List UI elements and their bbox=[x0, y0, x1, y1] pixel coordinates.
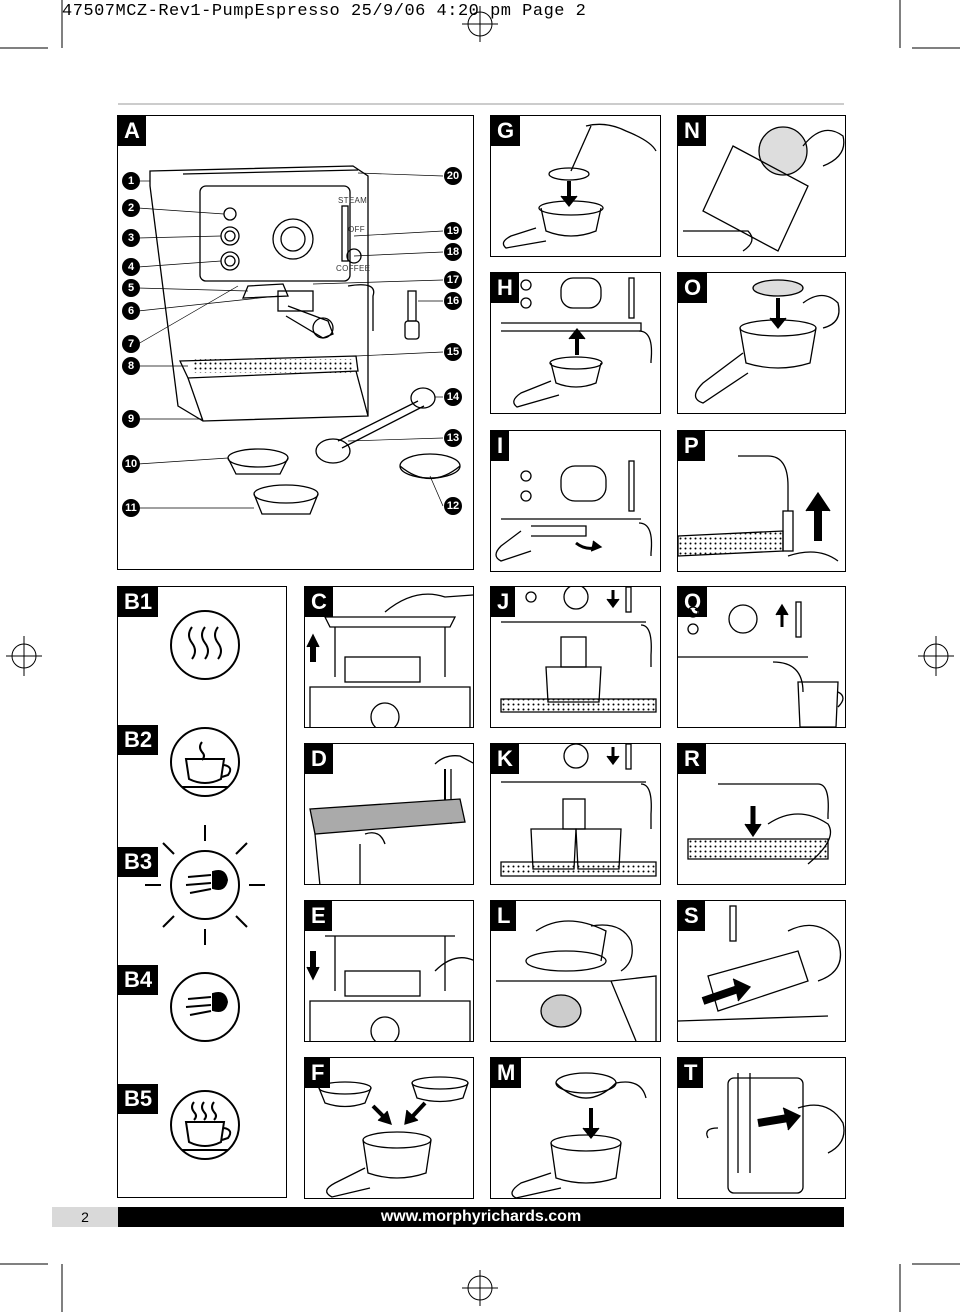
panel-q: Q bbox=[677, 586, 846, 728]
panel-h: H bbox=[490, 272, 661, 414]
label-b4: B4 bbox=[118, 965, 158, 995]
panel-label-g: G bbox=[491, 116, 521, 146]
panel-r: R bbox=[677, 743, 846, 885]
coffee-label: COFFEE bbox=[336, 264, 371, 273]
panel-c: C bbox=[304, 586, 474, 728]
panel-label-j: J bbox=[491, 587, 516, 617]
steam-icon bbox=[170, 610, 240, 680]
panel-label-f: F bbox=[305, 1058, 331, 1088]
drip-tray-grid bbox=[193, 359, 353, 373]
panel-label-l: L bbox=[491, 901, 517, 931]
pod-filter-illustration bbox=[694, 279, 840, 404]
insert-filter-illustration bbox=[501, 277, 653, 408]
callout-17: 17 bbox=[444, 271, 462, 289]
remove-grounds-illustration bbox=[496, 920, 657, 1041]
callout-12: 12 bbox=[444, 497, 462, 515]
callout-9: 9 bbox=[122, 410, 140, 428]
panel-label-e: E bbox=[305, 901, 332, 931]
panel-e: E bbox=[304, 900, 474, 1042]
callout-1: 1 bbox=[122, 172, 140, 190]
panel-label-i: I bbox=[491, 431, 510, 461]
panel-l: L bbox=[490, 900, 661, 1042]
replace-tank-illustration bbox=[306, 935, 473, 1041]
panel-label-s: S bbox=[678, 901, 705, 931]
panel-o: O bbox=[677, 272, 846, 414]
pod-insert-illustration bbox=[683, 126, 845, 252]
panel-i: I bbox=[490, 430, 661, 572]
hot-cup-icon bbox=[170, 1090, 240, 1160]
panel-label-a: A bbox=[118, 116, 146, 146]
callout-7: 7 bbox=[122, 335, 140, 353]
label-b3: B3 bbox=[118, 847, 158, 877]
water-tank-illustration bbox=[706, 1073, 845, 1194]
off-label: OFF bbox=[348, 225, 365, 234]
panel-g: G bbox=[490, 115, 661, 257]
callout-5: 5 bbox=[122, 279, 140, 297]
clean-filter-illustration bbox=[511, 1072, 647, 1198]
label-b2: B2 bbox=[118, 725, 158, 755]
callout-11: 11 bbox=[122, 499, 140, 517]
panel-label-h: H bbox=[491, 273, 519, 303]
footer-bar bbox=[118, 1207, 844, 1227]
label-b1: B1 bbox=[118, 587, 158, 617]
frothing-jug-illustration bbox=[678, 601, 844, 727]
lock-filter-illustration bbox=[495, 460, 653, 562]
panel-k: K bbox=[490, 743, 661, 885]
panel-label-o: O bbox=[678, 273, 708, 303]
coffee-cup-icon bbox=[170, 727, 240, 797]
callout-15: 15 bbox=[444, 343, 462, 361]
steam-burst-icon bbox=[145, 825, 265, 945]
panel-label-d: D bbox=[305, 744, 333, 774]
panel-d: D bbox=[304, 743, 474, 885]
callout-14: 14 bbox=[444, 388, 462, 406]
choose-filter-illustration bbox=[318, 1076, 469, 1198]
panel-b: B1 B2 B3 B4 B5 bbox=[117, 586, 287, 1198]
fill-tank-illustration bbox=[309, 755, 473, 884]
steam-wand-up-illustration bbox=[678, 455, 839, 562]
drip-tray-illustration bbox=[687, 783, 832, 865]
page-header: 47507MCZ-Rev1-PumpEspresso 25/9/06 4:20 … bbox=[62, 2, 587, 21]
panel-label-q: Q bbox=[678, 587, 708, 617]
callout-16: 16 bbox=[444, 292, 462, 310]
panel-label-n: N bbox=[678, 116, 706, 146]
panel-label-m: M bbox=[491, 1058, 522, 1088]
panel-f: F bbox=[304, 1057, 474, 1199]
panel-t: T bbox=[677, 1057, 846, 1199]
callout-3: 3 bbox=[122, 229, 140, 247]
panel-label-t: T bbox=[678, 1058, 704, 1088]
callout-18: 18 bbox=[444, 243, 462, 261]
two-cups-illustration bbox=[500, 744, 657, 877]
panel-label-p: P bbox=[678, 431, 705, 461]
callout-13: 13 bbox=[444, 429, 462, 447]
callout-20: 20 bbox=[444, 167, 462, 185]
callout-10: 10 bbox=[122, 455, 140, 473]
panel-p: P bbox=[677, 430, 846, 572]
panel-label-r: R bbox=[678, 744, 706, 774]
tamp-illustration bbox=[502, 123, 657, 249]
remove-tray-illustration bbox=[678, 905, 842, 1022]
callout-4: 4 bbox=[122, 258, 140, 276]
callout-2: 2 bbox=[122, 199, 140, 217]
page-number: 2 bbox=[52, 1207, 118, 1227]
panel-j: J bbox=[490, 586, 661, 728]
label-b5: B5 bbox=[118, 1084, 158, 1114]
panel-a: A bbox=[117, 115, 474, 570]
panel-s: S bbox=[677, 900, 846, 1042]
panel-label-c: C bbox=[305, 587, 333, 617]
callout-19: 19 bbox=[444, 222, 462, 240]
machine-diagram bbox=[137, 165, 461, 515]
steam-jet-icon bbox=[170, 972, 240, 1042]
callout-8: 8 bbox=[122, 357, 140, 375]
callout-6: 6 bbox=[122, 302, 140, 320]
website-url[interactable]: www.morphyrichards.com bbox=[380, 1208, 582, 1225]
panel-label-k: K bbox=[491, 744, 519, 774]
lift-tank-lid-illustration bbox=[306, 593, 473, 727]
panel-n: N bbox=[677, 115, 846, 257]
steam-label: STEAM bbox=[338, 196, 368, 205]
panel-m: M bbox=[490, 1057, 661, 1199]
single-cup-illustration bbox=[500, 587, 657, 713]
